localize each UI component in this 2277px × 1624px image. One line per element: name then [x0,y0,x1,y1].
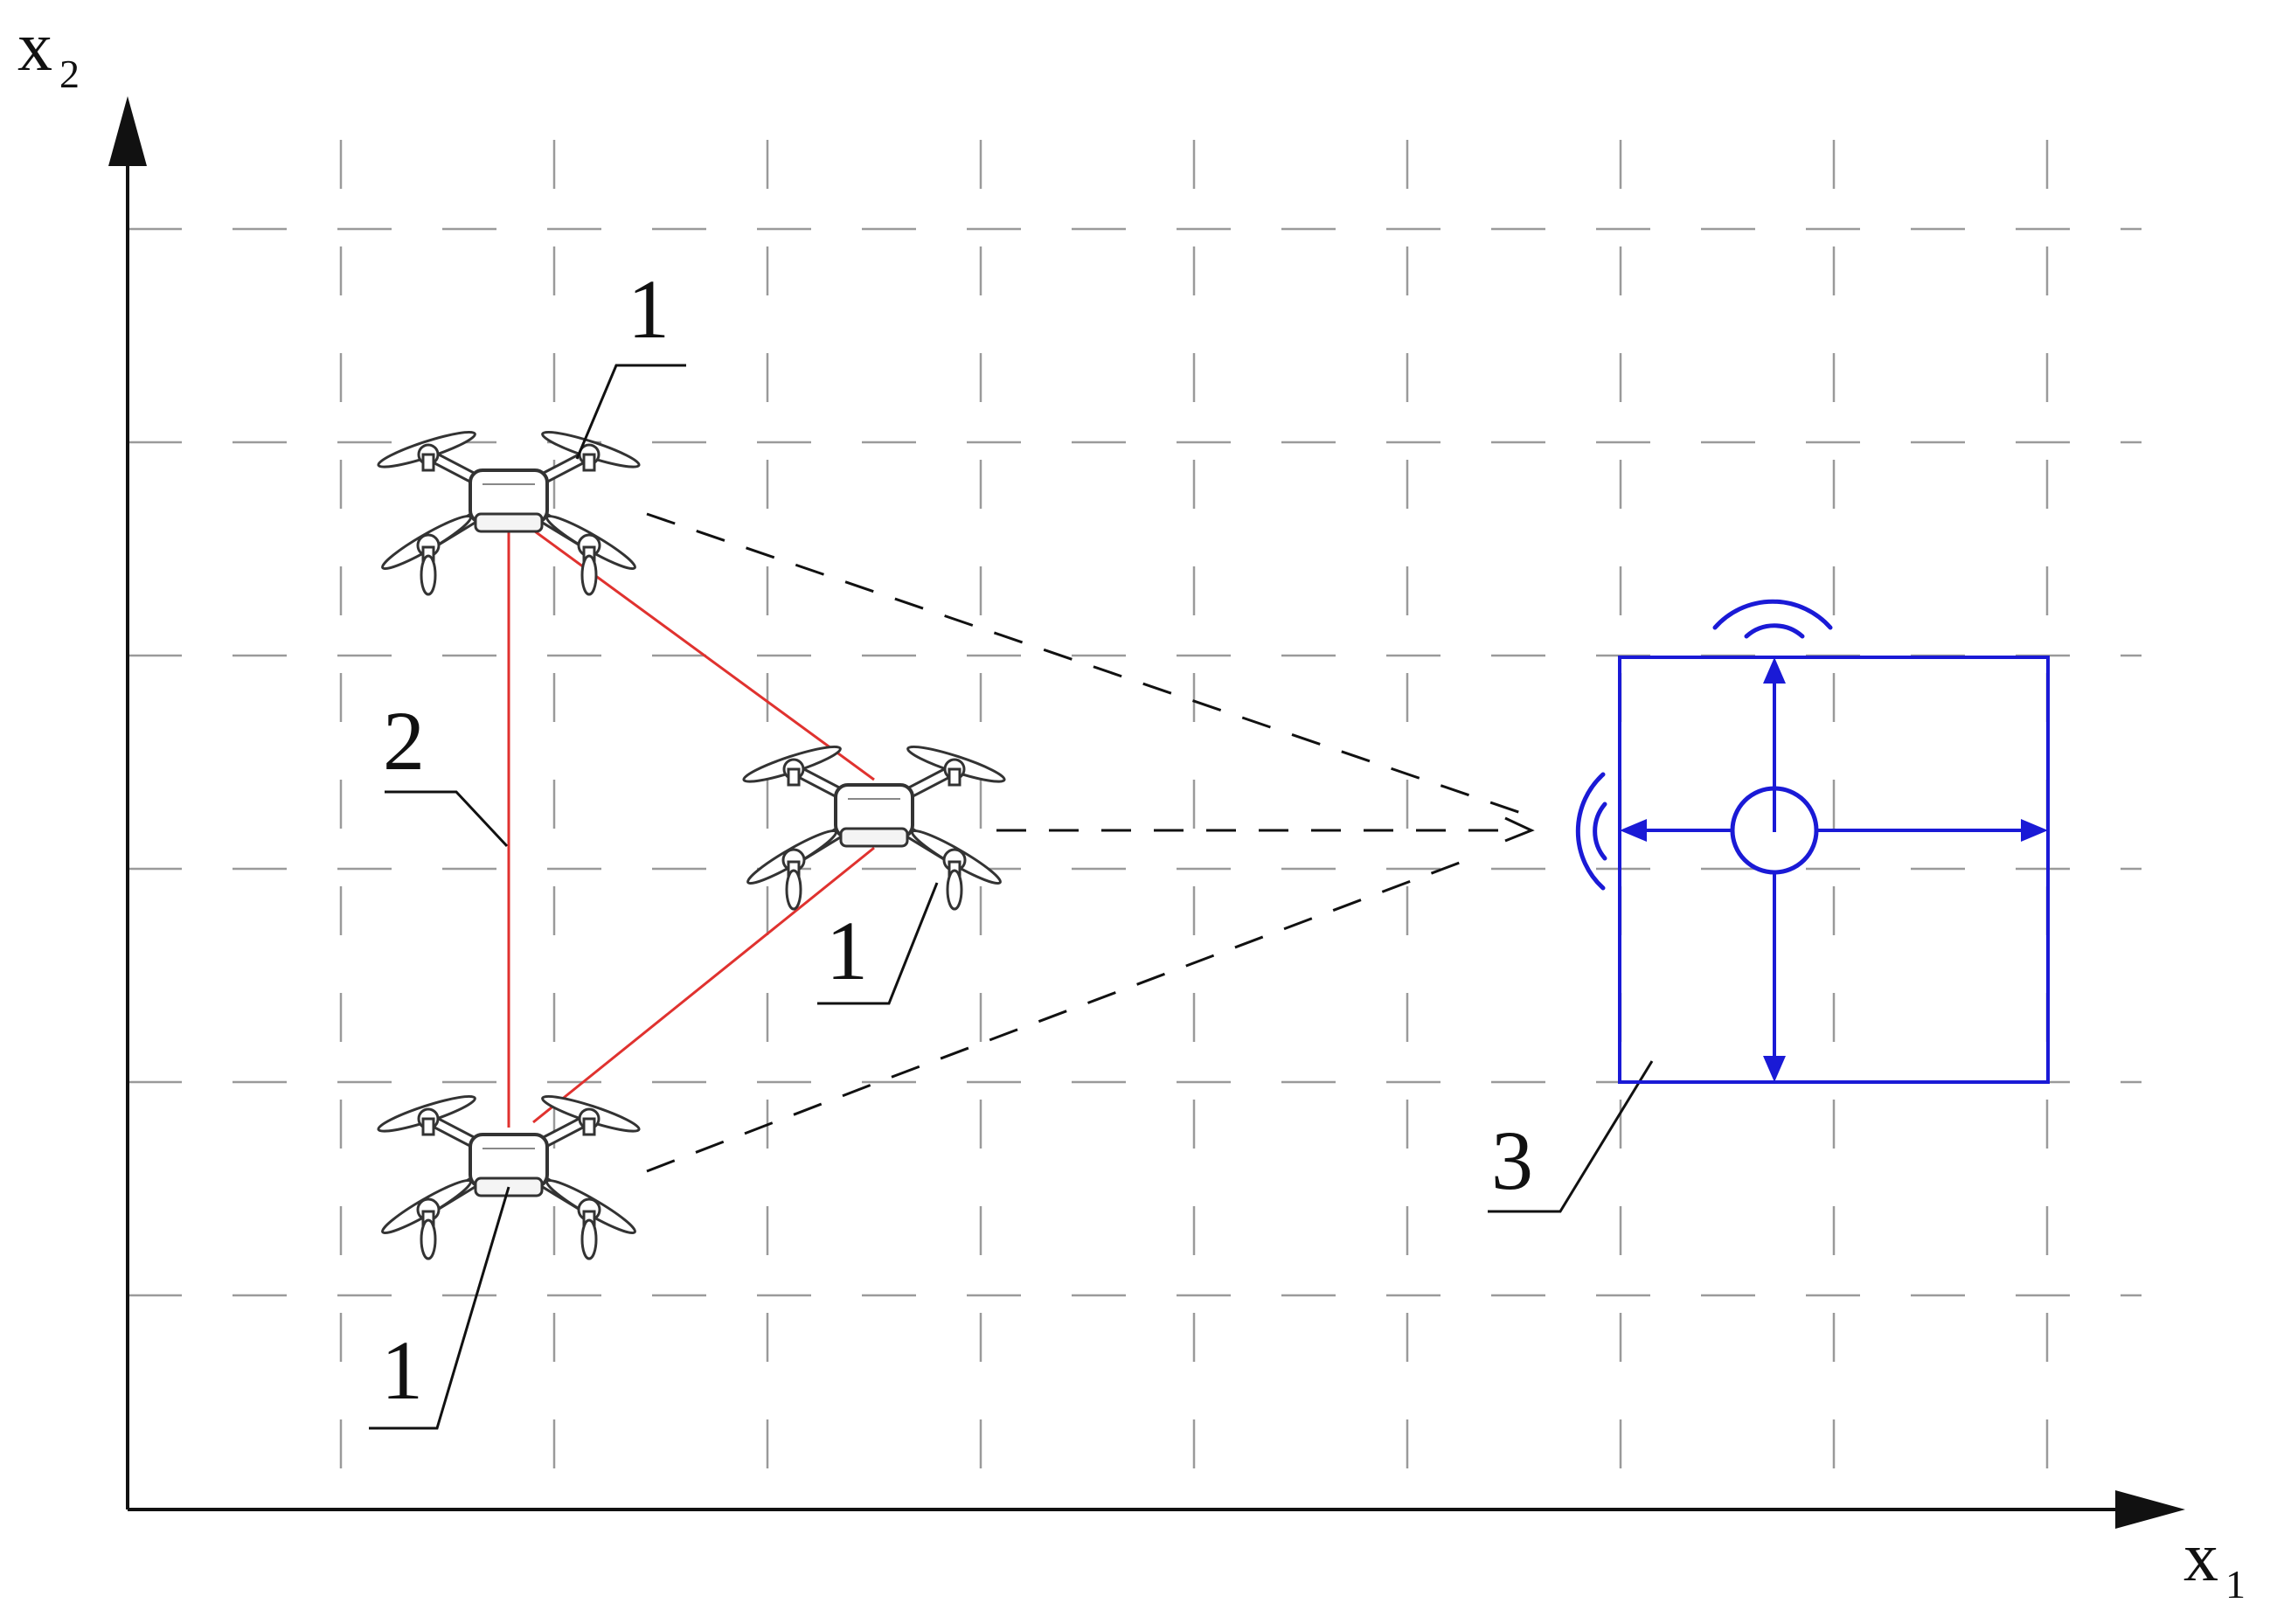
arrowhead-up-icon [1763,657,1786,684]
leader-drone-top [575,364,686,460]
formation-link-lower [532,846,875,1124]
station-center-circle [1730,786,1819,875]
x-axis-arrow-icon [2115,1490,2185,1529]
signal-wave-icon-left [1575,772,1607,891]
leader-formation-link [385,790,509,848]
label-ground-station: 3 [1491,1114,1533,1207]
leader-ground-station [1488,1060,1654,1213]
formation-links [507,524,875,1128]
signal-wave-icon-top [1712,599,1833,639]
y-axis-arrow-icon [108,96,147,166]
label-drone-top: 1 [628,262,670,356]
label-formation-link: 2 [383,694,425,788]
ground-station-frame [1618,656,2050,1084]
grid [128,140,2142,1503]
signal-arrowhead-icon [1504,816,1535,843]
station-arrowheads [1620,657,2048,1082]
label-leaders [369,364,1654,1430]
arrowhead-left-icon [1620,819,1647,842]
signal-line-bottom [646,859,1465,1173]
label-drone-bottom: 1 [381,1323,423,1417]
label-drone-middle: 1 [826,904,868,997]
ground-station-icon [1618,656,2050,1084]
arrowhead-down-icon [1763,1056,1786,1082]
leader-drone-bottom [369,1186,510,1430]
arrowhead-right-icon [2021,819,2048,842]
leader-drone-middle [817,882,939,1005]
signal-lines [646,512,1522,1173]
quadcopter-icon-middle [741,741,1007,909]
